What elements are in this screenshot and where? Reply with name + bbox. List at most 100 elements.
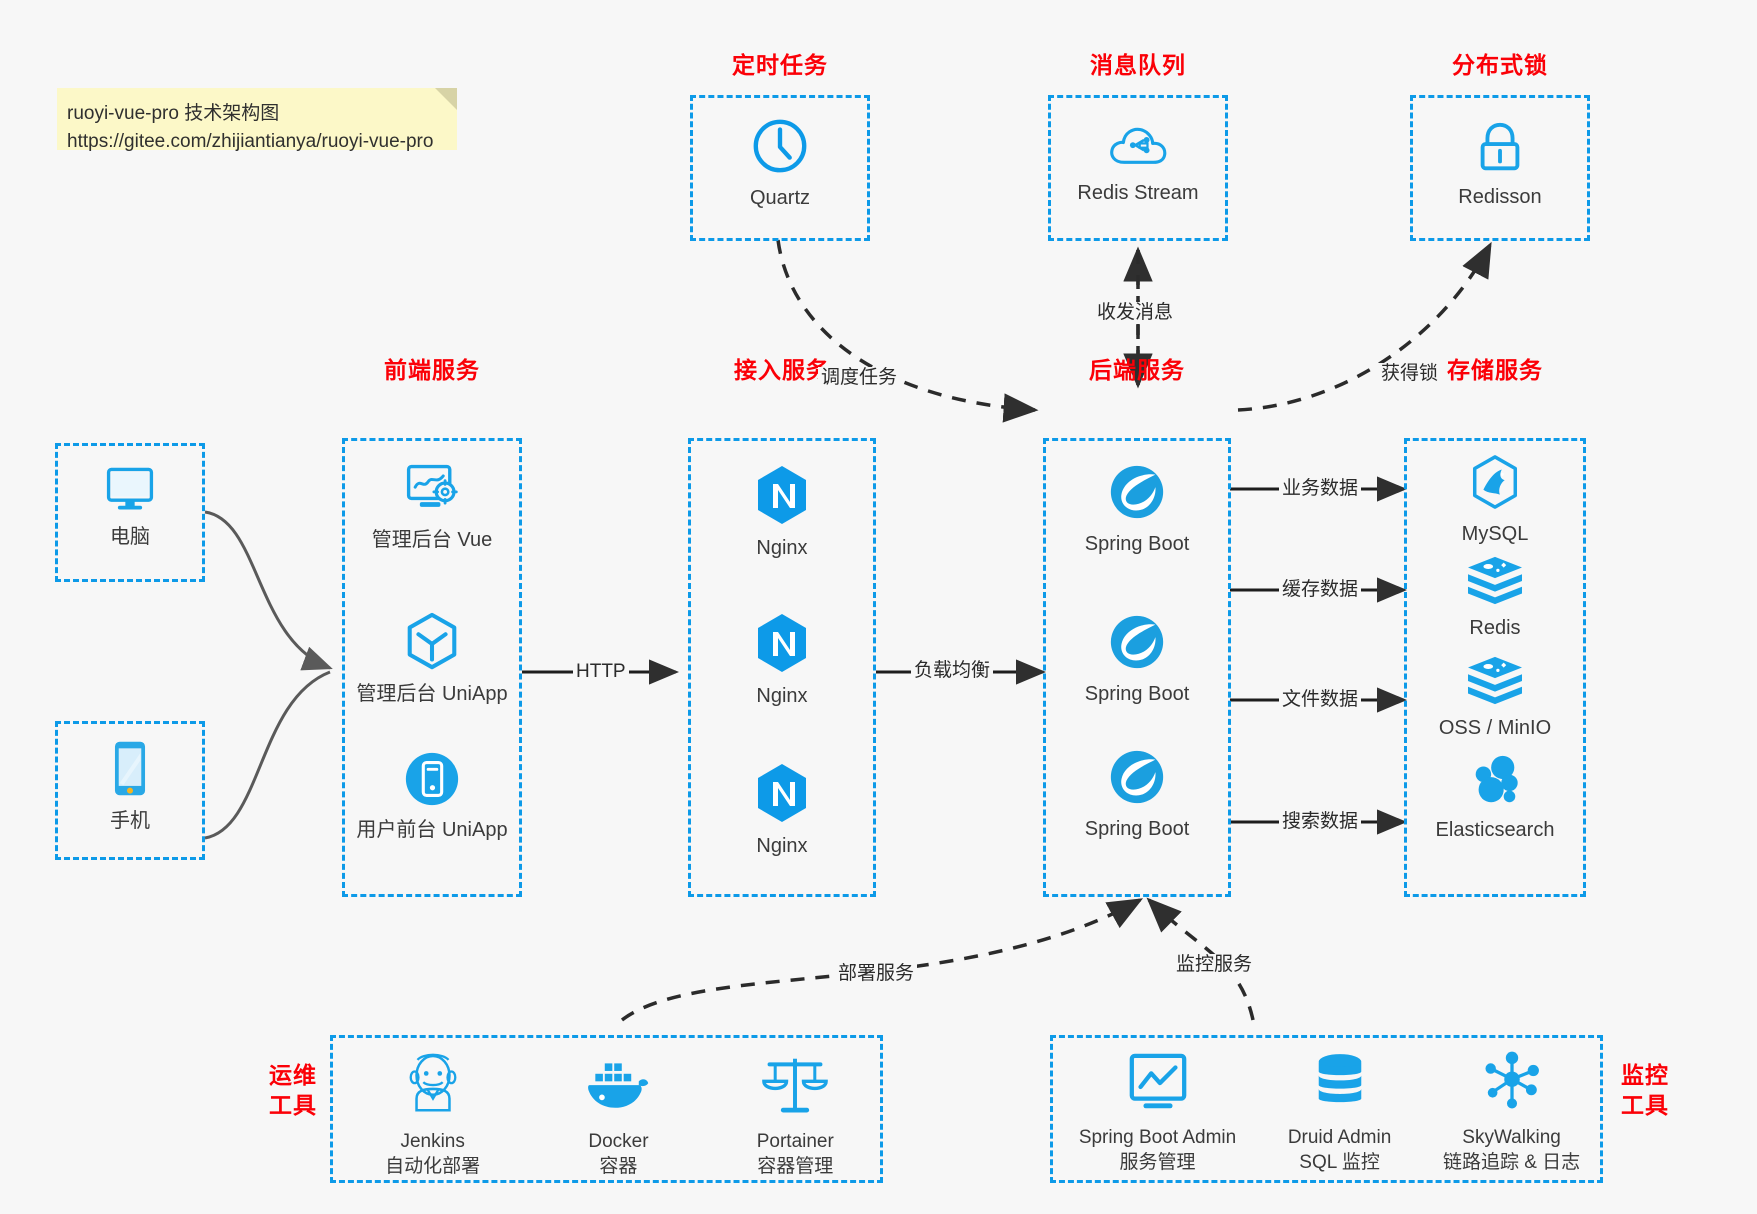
group-box-devops: Jenkins 自动化部署 Docker [330,1035,883,1183]
edge-label-send-receive-message: 收发消息 [1094,302,1177,324]
tool-name: SkyWalking [1462,1127,1561,1148]
edge-label-business-data: 业务数据 [1279,478,1362,500]
group-box-backend: Spring Boot Spring Boot Spring Boot [1043,438,1231,897]
edge-label-file-data: 文件数据 [1279,689,1362,711]
edge-label-search-data: 搜索数据 [1279,811,1362,833]
redis-icon [1407,553,1583,612]
group-box-lock: Redisson [1410,95,1590,241]
node-spring-boot-2[interactable]: Spring Boot [1046,611,1228,707]
spring-boot-icon [1046,611,1228,678]
note-title: ruoyi-vue-pro 技术架构图 [67,103,280,124]
node-redisson[interactable]: Redisson [1413,118,1587,210]
group-box-mq: Redis Stream [1048,95,1228,241]
mobile-circle-icon [345,749,519,814]
tool-desc: 容器管理 [757,1156,834,1177]
group-box-client-desktop: 电脑 [55,443,205,582]
node-spring-boot-admin[interactable]: Spring Boot Admin 服务管理 [1079,1050,1236,1175]
node-label: Quartz [749,187,811,209]
group-label-devops: 运维 工具 [258,1060,328,1120]
group-box-gateway: Nginx Nginx Nginx [688,438,876,897]
node-mysql[interactable]: MySQL [1407,453,1583,547]
spring-boot-icon [1046,461,1228,528]
node-redis[interactable]: Redis [1407,553,1583,641]
node-nginx-2[interactable]: Nginx [691,611,873,709]
tool-desc: SQL 监控 [1299,1152,1380,1173]
cloud-stream-icon [1051,120,1225,177]
group-label-storage: 存储服务 [1447,357,1543,383]
group-label-backend: 后端服务 [1089,357,1185,383]
node-user-uniapp[interactable]: 用户前台 UniApp [345,749,519,843]
node-spring-boot-3[interactable]: Spring Boot [1046,746,1228,842]
node-admin-vue[interactable]: 管理后台 Vue [345,461,519,553]
hexagon-uniapp-icon [345,611,519,678]
scales-icon [762,1058,829,1128]
sticky-note: ruoyi-vue-pro 技术架构图 https://gitee.com/zh… [57,88,457,152]
monitor-chart-icon [1126,1053,1190,1124]
group-box-monitor: Spring Boot Admin 服务管理 Druid Admin S [1050,1035,1603,1183]
group-box-frontend: 管理后台 Vue 管理后台 UniApp 用户前台 UniApp [342,438,522,897]
node-label: Elasticsearch [1435,819,1555,841]
devops-label-line2: 工具 [269,1092,317,1118]
tool-name: Jenkins [400,1131,465,1152]
node-druid-admin[interactable]: Druid Admin SQL 监控 [1287,1050,1392,1175]
node-nginx-1[interactable]: Nginx [691,463,873,561]
edge-label-schedule-task: 调度任务 [818,367,901,389]
tool-desc: 自动化部署 [385,1156,481,1177]
group-label-gateway: 接入服务 [734,357,830,383]
tool-name: Druid Admin [1287,1127,1392,1148]
dashboard-gear-icon [345,461,519,524]
tool-desc: 服务管理 [1119,1152,1196,1173]
tool-desc: 容器 [599,1156,638,1177]
monitor-label-line2: 工具 [1621,1092,1669,1118]
node-label: 用户前台 UniApp [356,819,508,841]
node-label: 电脑 [110,526,150,548]
node-elasticsearch[interactable]: Elasticsearch [1407,753,1583,843]
database-icon [1311,1054,1369,1124]
node-label: 管理后台 Vue [371,529,493,551]
nginx-icon [691,761,873,830]
node-label: Spring Boot [1084,533,1190,555]
group-box-client-mobile: 手机 [55,721,205,860]
edge-label-http: HTTP [573,661,629,683]
monitor-label-line1: 监控 [1621,1062,1669,1088]
node-label: Redisson [1458,186,1542,208]
group-label-frontend: 前端服务 [384,357,480,383]
node-label: 管理后台 UniApp [356,683,508,705]
node-label: Redis Stream [1077,182,1199,204]
node-label: 手机 [110,810,150,832]
tool-name: Docker [588,1131,649,1152]
edge-label-monitor-service: 监控服务 [1173,954,1256,976]
note-url: https://gitee.com/zhijiantianya/ruoyi-vu… [67,131,434,152]
node-redis-stream[interactable]: Redis Stream [1051,120,1225,206]
node-portainer[interactable]: Portainer 容器管理 [757,1050,834,1179]
nginx-icon [691,463,873,532]
node-spring-boot-1[interactable]: Spring Boot [1046,461,1228,557]
spring-boot-icon [1046,746,1228,813]
node-jenkins[interactable]: Jenkins 自动化部署 [385,1050,480,1179]
node-oss-minio[interactable]: OSS / MinIO [1407,653,1583,741]
edge-label-load-balance: 负载均衡 [911,660,994,682]
node-label: Spring Boot [1084,818,1190,840]
clock-icon [693,115,867,182]
edge-label-deploy-service: 部署服务 [835,963,918,985]
docker-icon [584,1063,652,1128]
node-docker[interactable]: Docker 容器 [584,1050,652,1179]
node-nginx-3[interactable]: Nginx [691,761,873,859]
node-label: Nginx [756,835,808,857]
edge-label-acquire-lock: 获得锁 [1378,363,1442,385]
node-admin-uniapp[interactable]: 管理后台 UniApp [345,611,519,707]
node-label: Nginx [756,537,808,559]
node-desktop[interactable]: 电脑 [58,462,202,550]
node-label: MySQL [1461,523,1529,545]
tool-desc: 链路追踪 & 日志 [1442,1152,1581,1173]
mysql-icon [1407,453,1583,518]
note-fold-corner [435,88,457,110]
group-box-storage: MySQL Redis [1404,438,1586,897]
node-mobile[interactable]: 手机 [58,738,202,834]
group-label-monitor: 监控 工具 [1610,1060,1680,1120]
group-label-scheduler: 定时任务 [732,52,828,78]
node-label: Redis [1469,617,1521,639]
node-quartz[interactable]: Quartz [693,115,867,211]
node-skywalking[interactable]: SkyWalking 链路追踪 & 日志 [1443,1050,1580,1175]
